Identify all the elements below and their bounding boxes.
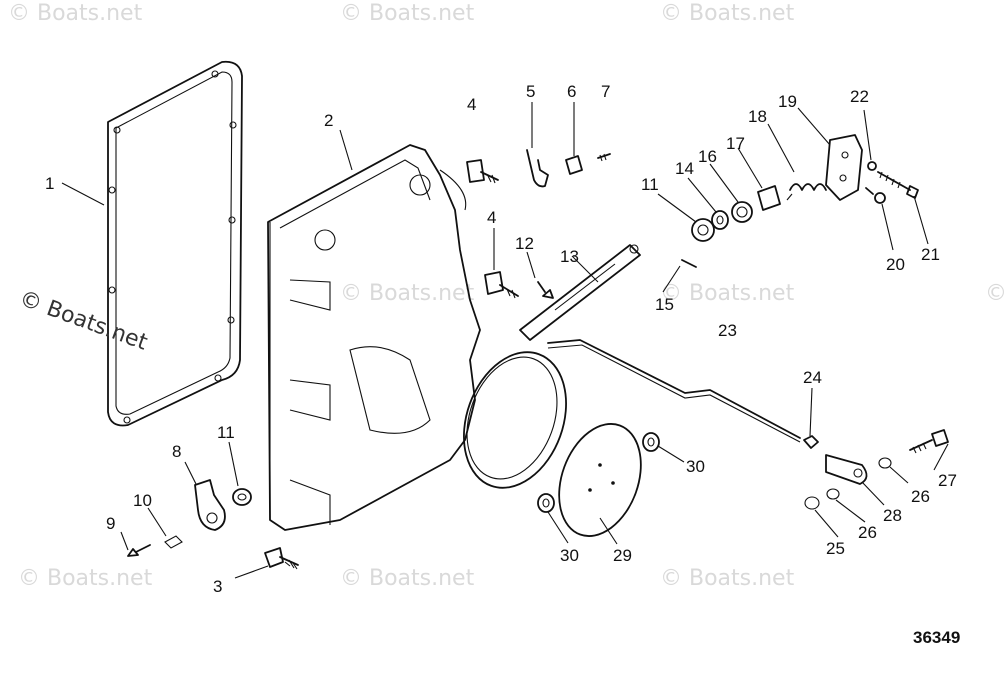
callout-27: 27 bbox=[938, 471, 957, 490]
callout-17: 17 bbox=[726, 134, 745, 153]
watermark: © Boats.net bbox=[340, 281, 475, 306]
callout-4: 4 bbox=[487, 208, 496, 227]
callout-30: 30 bbox=[686, 457, 705, 476]
callout-3: 3 bbox=[213, 577, 222, 596]
callout-labels: 1 2 3 4 4 5 6 7 8 9 10 11 11 12 13 14 15… bbox=[45, 82, 957, 596]
cover-plate-part-29 bbox=[558, 423, 642, 537]
callout-8: 8 bbox=[172, 442, 181, 461]
callout-7: 7 bbox=[601, 82, 610, 101]
watermark: © Boats.net bbox=[340, 566, 475, 591]
screw-part-9 bbox=[127, 544, 151, 557]
callout-11: 11 bbox=[217, 423, 235, 442]
pin-part-15 bbox=[681, 259, 697, 268]
callout-14: 14 bbox=[675, 159, 694, 178]
callout-11: 11 bbox=[641, 175, 659, 194]
callout-26: 26 bbox=[911, 487, 930, 506]
washer-part-30-right bbox=[642, 432, 660, 452]
watermark: © Boats.net bbox=[340, 1, 475, 26]
washer-part-30-left bbox=[537, 493, 555, 513]
washer-part-26-upper bbox=[878, 457, 892, 469]
callout-13: 13 bbox=[560, 247, 579, 266]
nut-part-22 bbox=[867, 161, 877, 171]
callout-18: 18 bbox=[748, 107, 767, 126]
callout-2: 2 bbox=[324, 111, 333, 130]
watermark: © Boats.net bbox=[660, 566, 795, 591]
nut-part-6 bbox=[565, 155, 583, 175]
watermark: © Boats.net bbox=[660, 1, 795, 26]
washer-part-26-lower bbox=[826, 488, 840, 500]
washer-part-14 bbox=[711, 210, 729, 230]
callout-20: 20 bbox=[886, 255, 905, 274]
drawing-number: 36349 bbox=[913, 628, 960, 647]
fitting-part-3 bbox=[264, 547, 299, 570]
bracket-part-19 bbox=[825, 134, 863, 201]
link-part-28 bbox=[825, 454, 868, 485]
washer-part-11-lower bbox=[232, 488, 252, 506]
sleeve-part-17 bbox=[757, 185, 781, 211]
callout-5: 5 bbox=[526, 82, 535, 101]
bolt-part-27 bbox=[909, 429, 949, 454]
callout-26: 26 bbox=[858, 523, 877, 542]
fitting-part-4-upper bbox=[466, 159, 499, 184]
callout-25: 25 bbox=[826, 539, 845, 558]
background-watermarks: © Boats.net © Boats.net © Boats.net © Bo… bbox=[8, 1, 1007, 591]
shaft-part-13 bbox=[519, 244, 641, 341]
watermark: © Boats.net bbox=[18, 566, 153, 591]
callout-12: 12 bbox=[515, 234, 534, 253]
callout-16: 16 bbox=[698, 147, 717, 166]
watermark: © Boats.net bbox=[8, 1, 143, 26]
bushing-part-16 bbox=[731, 201, 753, 223]
callout-28: 28 bbox=[883, 506, 902, 525]
callout-6: 6 bbox=[567, 82, 576, 101]
callout-30: 30 bbox=[560, 546, 579, 565]
screw-part-7 bbox=[597, 153, 611, 162]
watermark: © Boats.net bbox=[985, 281, 1007, 306]
callout-23: 23 bbox=[718, 321, 737, 340]
callout-21: 21 bbox=[921, 245, 940, 264]
spring-part-18 bbox=[786, 183, 827, 201]
washer-part-25 bbox=[804, 496, 820, 510]
callout-10: 10 bbox=[133, 491, 152, 510]
clip-part-5 bbox=[526, 149, 549, 188]
screw-part-12 bbox=[537, 281, 554, 299]
housing-part-2 bbox=[267, 144, 481, 531]
callout-1: 1 bbox=[45, 174, 54, 193]
callout-9: 9 bbox=[106, 514, 115, 533]
nut-part-24 bbox=[803, 435, 819, 449]
lever-part-8 bbox=[194, 479, 226, 531]
gasket-part-1 bbox=[107, 60, 243, 427]
watermark-prominent: © Boats.net bbox=[16, 286, 151, 356]
callout-24: 24 bbox=[803, 368, 822, 387]
callout-29: 29 bbox=[613, 546, 632, 565]
housing-opening bbox=[463, 351, 567, 489]
washer-part-11-upper bbox=[691, 218, 715, 242]
callout-19: 19 bbox=[778, 92, 797, 111]
rod-part-23 bbox=[547, 339, 801, 443]
leader-lines bbox=[61, 102, 949, 579]
screw-part-20 bbox=[865, 187, 886, 204]
callout-15: 15 bbox=[655, 295, 674, 314]
callout-22: 22 bbox=[850, 87, 869, 106]
callout-4: 4 bbox=[467, 95, 476, 114]
watermark: © Boats.net bbox=[660, 281, 795, 306]
washer-part-10 bbox=[164, 535, 183, 549]
fitting-part-4-lower bbox=[484, 271, 519, 299]
